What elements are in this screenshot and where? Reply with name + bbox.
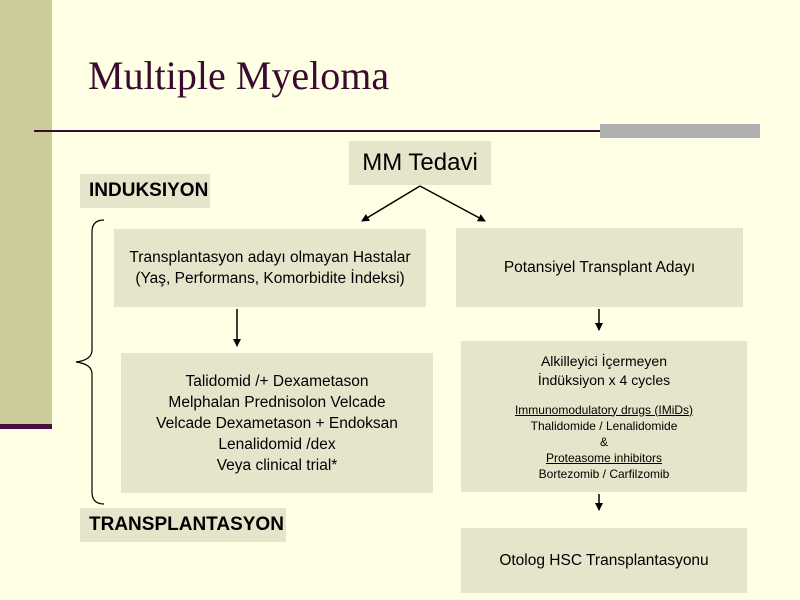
candidate-induction-box: Alkilleyici İçermeyen İndüksiyon x 4 cyc… bbox=[461, 341, 747, 492]
slide-title: Multiple Myeloma bbox=[88, 53, 390, 98]
pi-drugs: Bortezomib / Carfilzomib bbox=[538, 466, 670, 481]
left-accent-bar bbox=[0, 0, 52, 428]
pi-heading: Proteasome inhibitors bbox=[545, 450, 663, 465]
imids-heading: Immunomodulatory drugs (IMiDs) bbox=[514, 402, 694, 417]
induction-label: INDUKSIYON bbox=[80, 174, 210, 208]
arrow-root-to-candidate bbox=[419, 185, 486, 222]
non-candidate-box: Transplantasyon adayı olmayan Hastalar (… bbox=[114, 229, 426, 307]
regimen-line: Melphalan Prednisolon Velcade bbox=[168, 393, 386, 411]
imids-drugs: Thalidomide / Lenalidomide bbox=[530, 418, 678, 433]
autologous-transplant-text: Otolog HSC Transplantasyonu bbox=[499, 551, 709, 569]
non-candidate-line: (Yaş, Performans, Komorbidite İndeksi) bbox=[135, 270, 405, 287]
regimen-line: Veya clinical trial* bbox=[216, 456, 338, 474]
transplant-label-text: TRANSPLANTASYON bbox=[89, 514, 284, 535]
autologous-transplant-box: Otolog HSC Transplantasyonu bbox=[461, 528, 747, 593]
non-candidate-line: Transplantasyon adayı olmayan Hastalar bbox=[129, 249, 411, 266]
curly-brace bbox=[75, 219, 105, 505]
candidate-box: Potansiyel Transplant Adayı bbox=[456, 228, 743, 307]
regimen-line: Lenalidomid /dex bbox=[218, 435, 336, 453]
left-accent-bar-base bbox=[0, 424, 52, 429]
title-divider-accent bbox=[600, 124, 760, 138]
root-node: MM Tedavi bbox=[349, 141, 491, 185]
induction-line-1: Alkilleyici İçermeyen bbox=[540, 352, 668, 369]
regimen-line: Talidomid /+ Dexametason bbox=[185, 372, 369, 390]
title-divider bbox=[34, 130, 760, 132]
non-candidate-regimens-box: Talidomid /+ Dexametason Melphalan Predn… bbox=[121, 353, 433, 493]
transplant-label: TRANSPLANTASYON bbox=[80, 508, 286, 542]
induction-line-2: İndüksiyon x 4 cycles bbox=[537, 371, 671, 388]
induction-label-text: INDUKSIYON bbox=[89, 180, 209, 201]
arrow-root-to-non-candidate bbox=[361, 185, 421, 222]
regimen-line: Velcade Dexametason + Endoksan bbox=[156, 414, 398, 432]
candidate-text: Potansiyel Transplant Adayı bbox=[503, 258, 696, 276]
root-node-label: MM Tedavi bbox=[362, 149, 478, 176]
ampersand: & bbox=[599, 434, 608, 449]
